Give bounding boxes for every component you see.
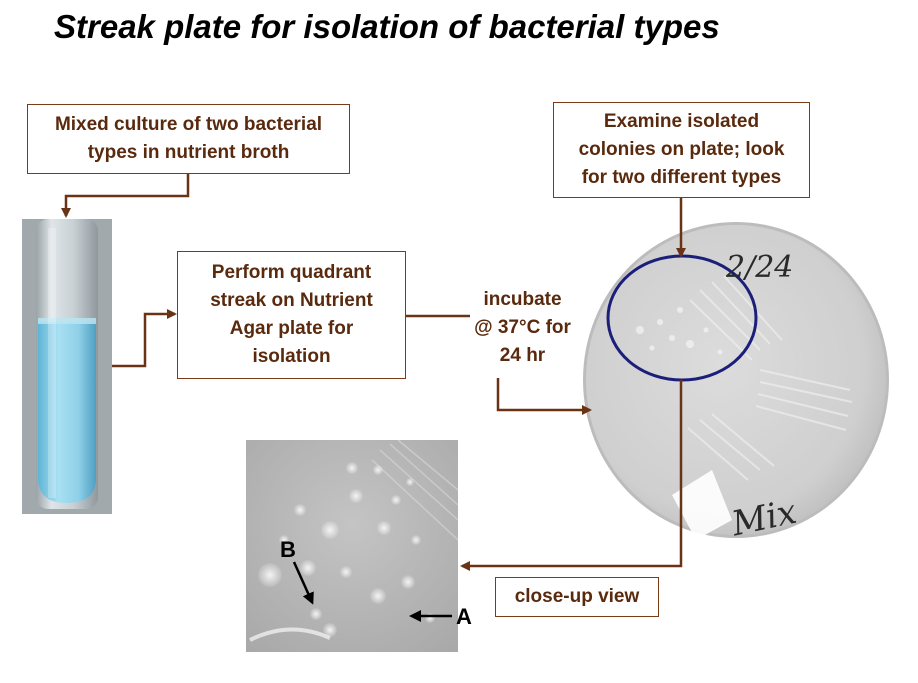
colony-b-pointer: [292, 561, 314, 605]
incubate-text: incubate @ 37°C for 24 hr: [460, 286, 585, 370]
incubate-line-1: incubate: [483, 289, 562, 310]
arrow-tube-to-streak: [112, 309, 177, 368]
arrow-culture-to-tube: [61, 174, 190, 218]
flow-connectors: [61, 174, 686, 571]
mixed-culture-line-2: types in nutrient broth: [87, 142, 290, 163]
closeup-view-box: close-up view: [495, 577, 659, 617]
examine-line-3: for two different types: [581, 167, 782, 188]
colony-a-label: A: [456, 604, 472, 629]
quadrant-streak-box: Perform quadrant streak on Nutrient Agar…: [177, 251, 406, 379]
quadrant-streak-line-4: isolation: [252, 346, 331, 367]
mixed-culture-line-1: Mixed culture of two bacterial: [54, 114, 323, 135]
incubate-line-3: 24 hr: [499, 345, 546, 366]
colony-b-label: B: [280, 537, 296, 562]
mixed-culture-box: Mixed culture of two bacterial types in …: [27, 104, 350, 174]
examine-line-2: colonies on plate; look: [578, 139, 785, 160]
plate-date-marking: 2/24: [725, 250, 793, 285]
test-tube-image: [22, 219, 112, 514]
page-title: Streak plate for isolation of bacterial …: [54, 8, 720, 45]
closeup-image: [246, 440, 458, 652]
examine-colonies-box: Examine isolated colonies on plate; look…: [553, 102, 810, 198]
incubate-line-2: @ 37°C for: [474, 317, 571, 338]
quadrant-streak-line-1: Perform quadrant: [211, 262, 372, 283]
petri-plate-image: 2/24 Mix: [580, 222, 898, 545]
examine-line-1: Examine isolated: [603, 111, 760, 132]
quadrant-streak-line-2: streak on Nutrient: [210, 290, 373, 311]
quadrant-streak-line-3: Agar plate for: [229, 318, 354, 339]
closeup-view-label: close-up view: [514, 586, 640, 607]
arrow-plate-to-closeup: [460, 380, 683, 571]
arrow-incubate-to-plate: [496, 378, 592, 415]
